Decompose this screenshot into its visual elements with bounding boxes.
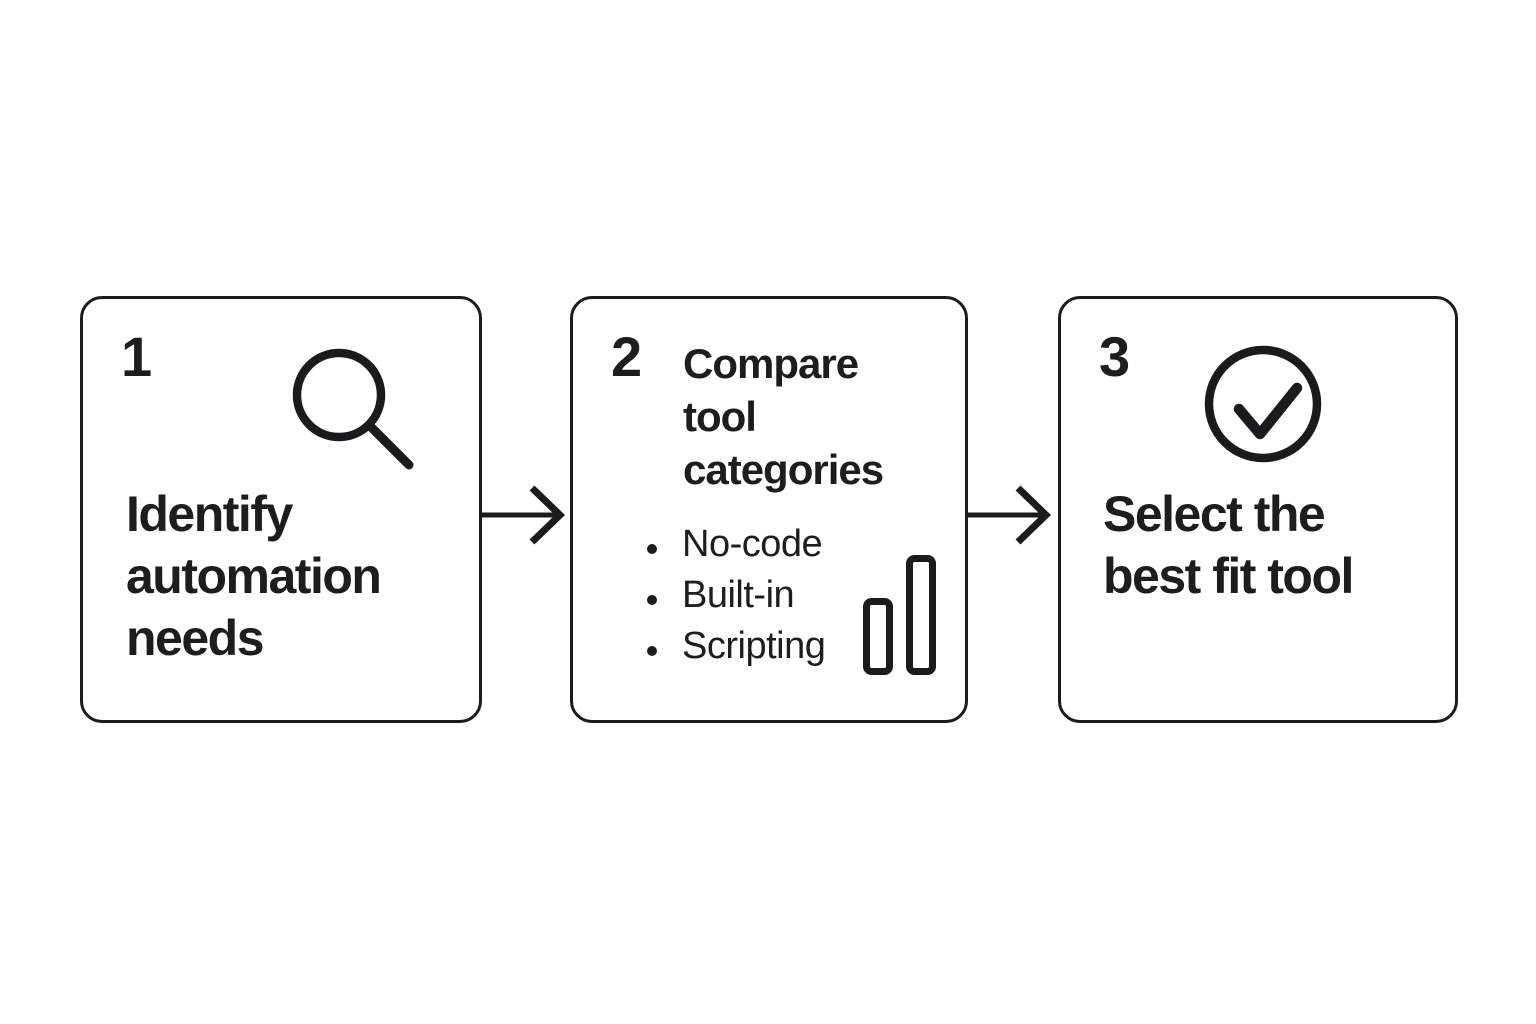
step-card-2: 2 Compare tool categories No-code Built-… bbox=[570, 296, 968, 723]
bar-chart-icon bbox=[863, 555, 936, 675]
list-item-label: Scripting bbox=[682, 625, 826, 667]
bullet-dot bbox=[647, 645, 657, 656]
step-title-3: Select the best fit tool bbox=[1103, 486, 1354, 604]
list-item: Built-in bbox=[647, 574, 825, 625]
bullet-dot bbox=[647, 543, 657, 554]
step-card-3: 3 Select the best fit tool bbox=[1058, 296, 1458, 723]
bullet-dot bbox=[647, 594, 657, 605]
step-number-3: 3 bbox=[1099, 325, 1130, 388]
arrow-right-icon bbox=[482, 485, 566, 545]
list-item-label: No-code bbox=[682, 523, 823, 565]
step-number-1: 1 bbox=[121, 325, 152, 388]
magnifier-icon bbox=[292, 348, 414, 470]
list-item-label: Built-in bbox=[682, 574, 795, 616]
step-card-1: 1 Identify automation needs bbox=[80, 296, 482, 723]
tool-category-list: No-code Built-in Scripting bbox=[647, 523, 826, 676]
arrow-right-icon bbox=[968, 485, 1052, 545]
list-item: Scripting bbox=[647, 625, 826, 676]
check-circle-icon bbox=[1204, 345, 1322, 463]
step-title-1: Identify automation needs bbox=[126, 486, 382, 666]
step-title-2: Compare tool categories bbox=[683, 340, 884, 493]
list-item: No-code bbox=[647, 523, 825, 574]
step-number-2: 2 bbox=[611, 325, 642, 388]
